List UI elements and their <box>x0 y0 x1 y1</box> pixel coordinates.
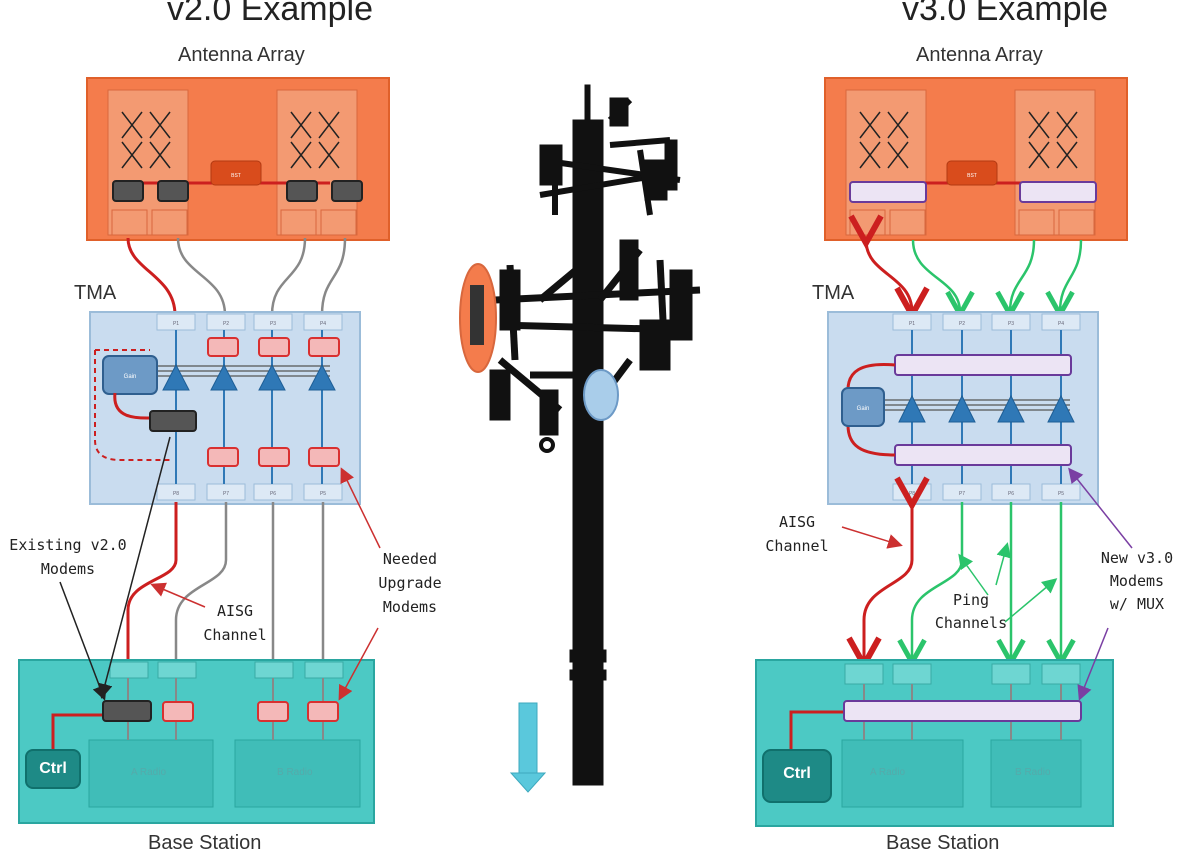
new-modems-line-1: New v3.0 <box>1100 549 1174 567</box>
left-a-radio-label: A Radio <box>131 767 167 778</box>
needed-upgrade-line-1: Needed <box>382 550 438 568</box>
right-bst-label: BST <box>967 173 977 179</box>
cell-tower-icon <box>489 84 701 786</box>
right-tma-port-p7: P7 <box>959 491 965 497</box>
left-antenna-array-label: Antenna Array <box>178 44 305 66</box>
left-base-station-label: Base Station <box>148 832 262 854</box>
right-tma-port-p4: P4 <box>1058 321 1064 327</box>
left-tma-label: TMA <box>74 282 117 304</box>
existing-modems-line-2: Modems <box>40 560 96 578</box>
left-base-station <box>18 659 375 824</box>
ping-channels-line-2: Channels <box>934 614 1008 632</box>
left-aisg-arrow <box>150 582 206 608</box>
left-tma-port-p4: P4 <box>320 321 326 327</box>
left-b-radio-label: B Radio <box>277 767 313 778</box>
ping-arrow-1 <box>958 553 989 596</box>
ping-arrow-2 <box>995 542 1012 586</box>
right-tma-port-p6: P6 <box>1008 491 1014 497</box>
existing-modem-arrow-lower <box>59 581 107 701</box>
left-tma-port-p1: P1 <box>173 321 179 327</box>
right-ctrl-label: Ctrl <box>783 765 811 782</box>
right-antenna-array <box>824 77 1128 241</box>
left-title: v2.0 Example <box>167 0 373 28</box>
left-tma-port-p5: P5 <box>320 491 326 497</box>
right-aisg-line-2: Channel <box>765 537 829 555</box>
new-modems-line-2: Modems <box>1109 572 1165 590</box>
needed-modem-arrow-upper <box>340 467 381 549</box>
right-tma-port-p2: P2 <box>959 321 965 327</box>
existing-modem-arrow-upper <box>97 436 171 699</box>
left-aisg-line-1: AISG <box>216 602 254 620</box>
new-modems-line-3: w/ MUX <box>1109 595 1165 613</box>
left-tma-port-p3: P3 <box>270 321 276 327</box>
left-tma-port-p7: P7 <box>223 491 229 497</box>
needed-modem-arrow-lower <box>338 627 379 701</box>
right-tma-port-p1: P1 <box>909 321 915 327</box>
right-tma-port-p3: P3 <box>1008 321 1014 327</box>
tower-tma-highlight <box>583 369 619 421</box>
new-modem-arrow-lower <box>1077 627 1109 701</box>
right-base-station-label: Base Station <box>886 832 1000 854</box>
right-a-radio-label: A Radio <box>870 767 906 778</box>
right-title: v3.0 Example <box>902 0 1108 28</box>
left-ctrl-label: Ctrl <box>39 760 67 777</box>
needed-upgrade-annotation: Needed Upgrade Modems <box>360 547 460 619</box>
left-tma-box <box>89 311 361 505</box>
needed-upgrade-line-2: Upgrade <box>378 574 442 592</box>
existing-modems-line-1: Existing v2.0 <box>9 536 127 554</box>
new-modems-annotation: New v3.0 Modems w/ MUX <box>1085 547 1189 616</box>
left-gain-label: Gain <box>124 374 137 380</box>
ping-channels-annotation: Ping Channels <box>925 589 1017 635</box>
right-tma-label: TMA <box>812 282 855 304</box>
right-tma-box <box>827 311 1099 505</box>
left-aisg-annotation: AISG Channel <box>190 599 280 647</box>
right-aisg-annotation: AISG Channel <box>752 510 842 558</box>
right-antenna-array-label: Antenna Array <box>916 44 1043 66</box>
left-bst-label: BST <box>231 173 241 179</box>
right-b-radio-label: B Radio <box>1015 767 1051 778</box>
left-antenna-array <box>86 77 390 241</box>
left-tma-port-p2: P2 <box>223 321 229 327</box>
new-modem-arrow-upper <box>1068 467 1133 549</box>
right-tma-port-p5: P5 <box>1058 491 1064 497</box>
right-aisg-line-1: AISG <box>778 513 816 531</box>
existing-modems-annotation: Existing v2.0 Modems <box>8 533 128 581</box>
ping-channels-line-1: Ping <box>952 591 990 609</box>
left-aisg-line-2: Channel <box>203 626 267 644</box>
right-tma-port-p8: P8 <box>909 491 915 497</box>
right-gain-label: Gain <box>857 406 870 412</box>
ping-arrow-3 <box>1004 578 1058 623</box>
right-aisg-arrow <box>841 526 903 549</box>
down-arrow-icon <box>509 702 547 793</box>
needed-upgrade-line-3: Modems <box>382 598 438 616</box>
left-tma-port-p8: P8 <box>173 491 179 497</box>
left-tma-port-p6: P6 <box>270 491 276 497</box>
right-base-station <box>755 659 1114 827</box>
